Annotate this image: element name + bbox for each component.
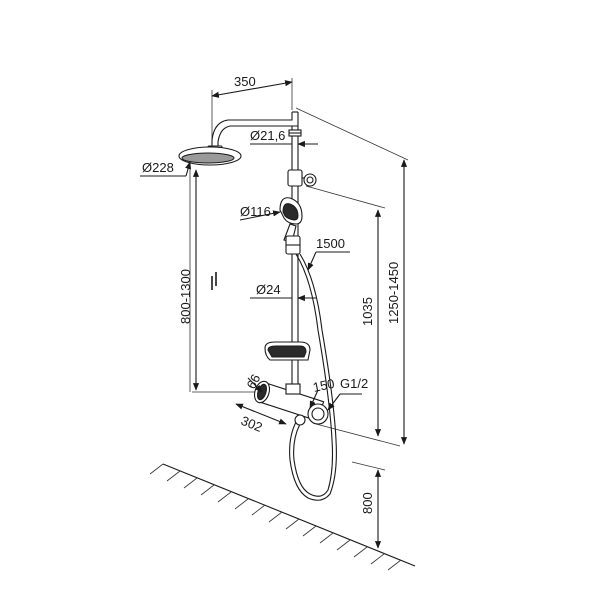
label-thread-size: G1/2	[340, 376, 368, 391]
label-total-height-range: 1250-1450	[386, 262, 401, 324]
level-mark-icon	[211, 272, 217, 290]
label-mixer-width: 302	[239, 413, 265, 435]
label-head-diameter: Ø228	[142, 160, 174, 175]
label-arm-length: 350	[234, 74, 256, 89]
label-hose-length: 1500	[316, 236, 345, 251]
slider-holder	[285, 235, 301, 255]
thermostatic-mixer	[253, 380, 329, 426]
label-rail-height: 1035	[360, 297, 375, 326]
shower-arm	[211, 111, 299, 148]
head-shower	[178, 145, 242, 166]
extension-lines	[189, 78, 409, 471]
dimension-lines	[140, 80, 408, 549]
hand-shower	[279, 197, 303, 243]
label-pipe-top-diameter: Ø21,6	[250, 128, 285, 143]
label-connection-spacing: 150	[312, 376, 336, 395]
label-mixer-depth: 66	[243, 372, 263, 392]
label-head-height-range: 800-1300	[178, 269, 193, 324]
dimension-labels: 350 Ø21,6 Ø228 Ø116 1500 800-1300 Ø24 10…	[142, 74, 401, 514]
label-rail-diameter: Ø24	[256, 282, 281, 297]
label-hand-shower-diameter: Ø116	[240, 204, 271, 219]
soap-dish	[264, 341, 311, 361]
wall-bracket	[287, 169, 317, 187]
hose	[289, 253, 337, 501]
floor-hatching	[149, 463, 416, 571]
label-mount-height: 800	[360, 492, 375, 514]
